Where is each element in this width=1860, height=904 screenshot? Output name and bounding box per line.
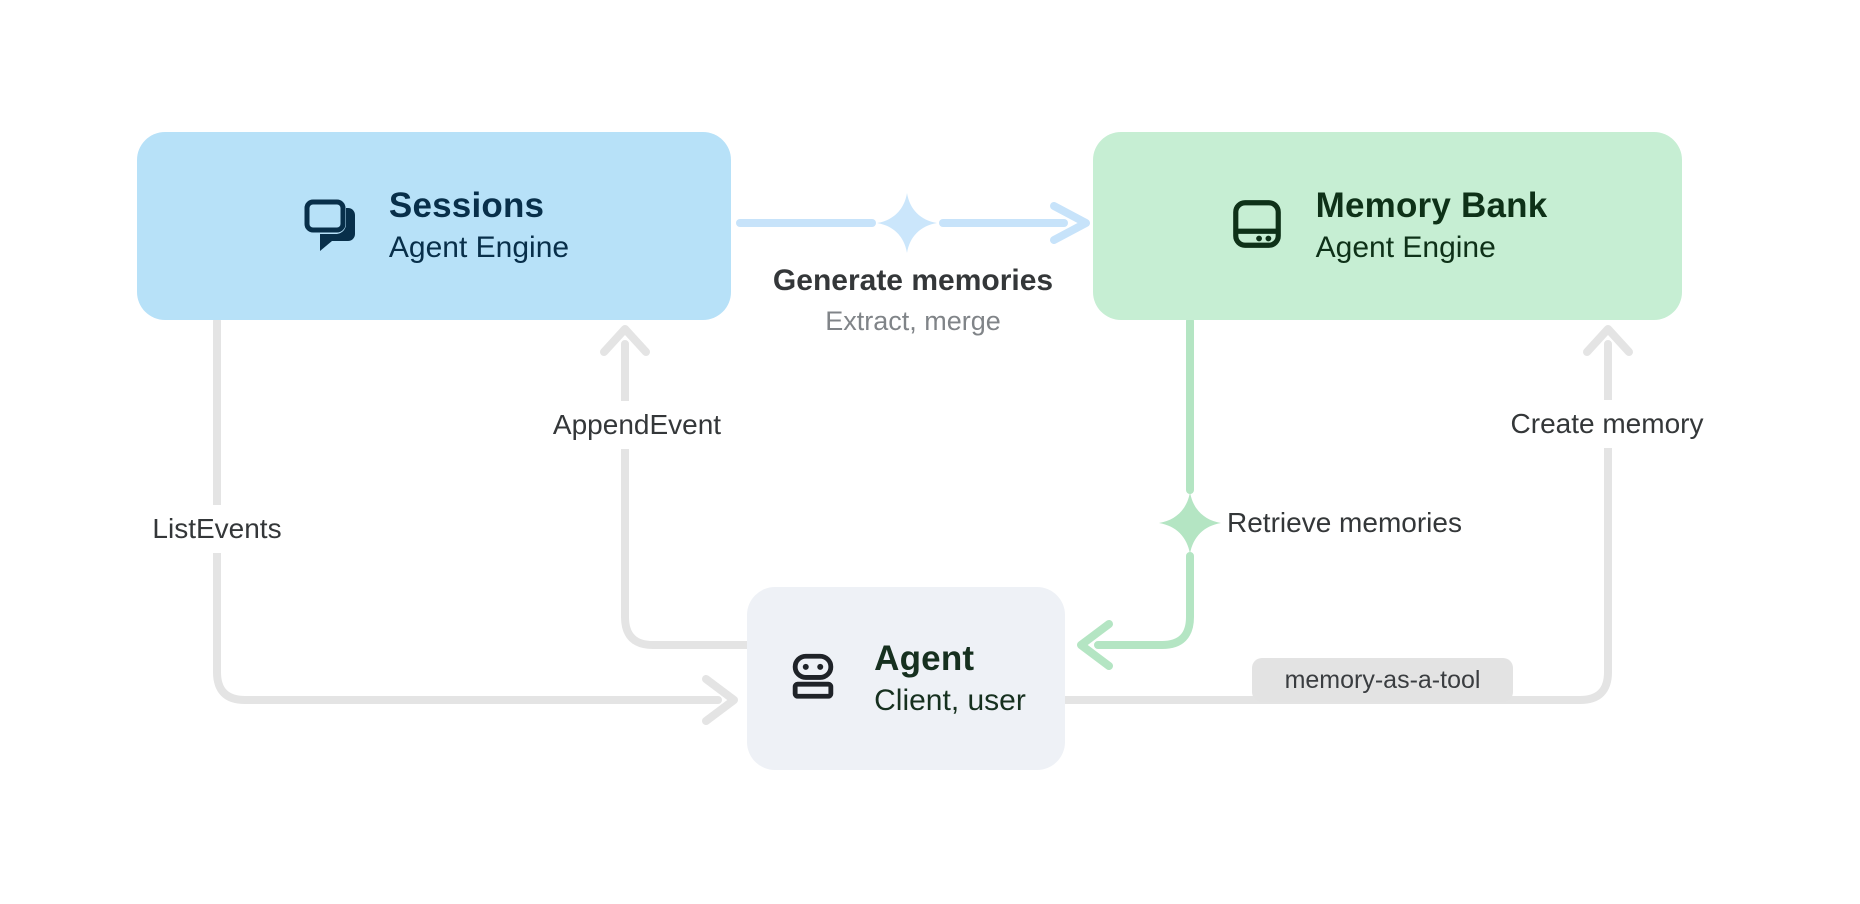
arrowhead-left-icon bbox=[1077, 620, 1113, 670]
arrowhead-right-icon bbox=[1050, 202, 1090, 244]
node-subtitle: Agent Engine bbox=[1315, 231, 1496, 264]
node-memory-bank: Memory Bank Agent Engine bbox=[1093, 132, 1682, 320]
node-title: Memory Bank bbox=[1315, 186, 1548, 225]
append-event-arrow bbox=[600, 325, 751, 649]
create-memory-label: Create memory bbox=[1498, 400, 1716, 448]
node-subtitle: Agent Engine bbox=[388, 231, 570, 264]
arrowhead-up-icon bbox=[600, 325, 650, 356]
node-agent: Agent Client, user bbox=[747, 587, 1065, 770]
list-events-label: ListEvents bbox=[140, 505, 294, 553]
retrieve-memories-label: Retrieve memories bbox=[1227, 507, 1462, 538]
chat-bubbles-icon bbox=[299, 194, 359, 259]
retrieve-memories-arrow bbox=[1077, 317, 1194, 670]
list-events-arrow bbox=[213, 317, 738, 725]
node-title: Agent bbox=[874, 638, 975, 678]
append-event-label: AppendEvent bbox=[540, 401, 734, 449]
memory-storage-icon bbox=[1228, 195, 1286, 258]
generate-memories-label: Generate memories Extract, merge bbox=[773, 264, 1053, 337]
edge-sublabel: Extract, merge bbox=[825, 306, 1001, 336]
node-sessions: Sessions Agent Engine bbox=[137, 132, 731, 320]
node-title: Sessions bbox=[388, 186, 545, 225]
memory-as-a-tool-badge: memory-as-a-tool bbox=[1252, 658, 1513, 702]
robot-icon bbox=[786, 649, 840, 708]
generate-memories-arrow bbox=[736, 202, 1090, 244]
node-subtitle: Client, user bbox=[874, 683, 1026, 717]
arrowhead-right-icon bbox=[702, 675, 738, 725]
edge-label: Generate memories bbox=[772, 264, 1054, 297]
sparkle-icon bbox=[877, 193, 937, 253]
arrowhead-up-icon bbox=[1583, 325, 1633, 356]
sparkle-icon bbox=[1159, 492, 1221, 554]
create-memory-arrow bbox=[1061, 325, 1633, 704]
